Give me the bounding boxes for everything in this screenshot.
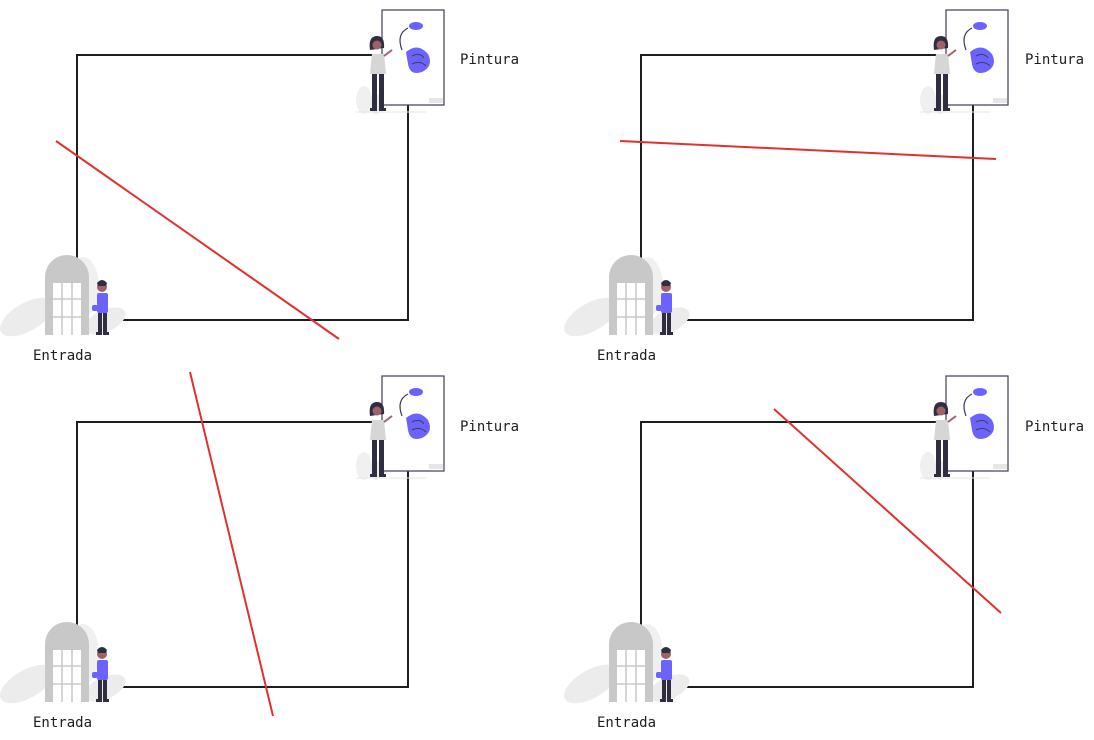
room-outline xyxy=(640,421,974,688)
panel-top-left: Pintura Entrada xyxy=(0,9,519,364)
entrance-label: Entrada xyxy=(33,348,92,364)
painting-label: Pintura xyxy=(1025,419,1084,435)
entrance-label: Entrada xyxy=(597,348,656,364)
cut-line xyxy=(189,371,274,717)
room-outline xyxy=(76,54,409,321)
entrance-label: Entrada xyxy=(33,715,92,731)
painting-label: Pintura xyxy=(460,52,519,68)
painting-illustration xyxy=(355,375,445,481)
painting-label: Pintura xyxy=(1025,52,1084,68)
entrance-door-illustration xyxy=(557,254,695,345)
painting-illustration xyxy=(355,9,445,115)
entrance-door-illustration xyxy=(0,254,131,345)
room-outline xyxy=(76,421,409,688)
cut-line xyxy=(773,408,1002,614)
entrance-door-illustration xyxy=(0,621,131,712)
entrance-door-illustration xyxy=(557,621,695,712)
painting-label: Pintura xyxy=(460,419,519,435)
panel-top-right: Pintura Entrada xyxy=(557,9,1084,364)
cut-line xyxy=(55,140,340,340)
painting-illustration xyxy=(919,375,1009,481)
panel-bottom-left: Pintura Entrada xyxy=(0,371,519,731)
entrance-label: Entrada xyxy=(597,715,656,731)
room-outline xyxy=(640,54,974,321)
panel-bottom-right: Pintura Entrada xyxy=(557,375,1084,731)
cut-line xyxy=(619,140,997,160)
painting-illustration xyxy=(919,9,1009,115)
